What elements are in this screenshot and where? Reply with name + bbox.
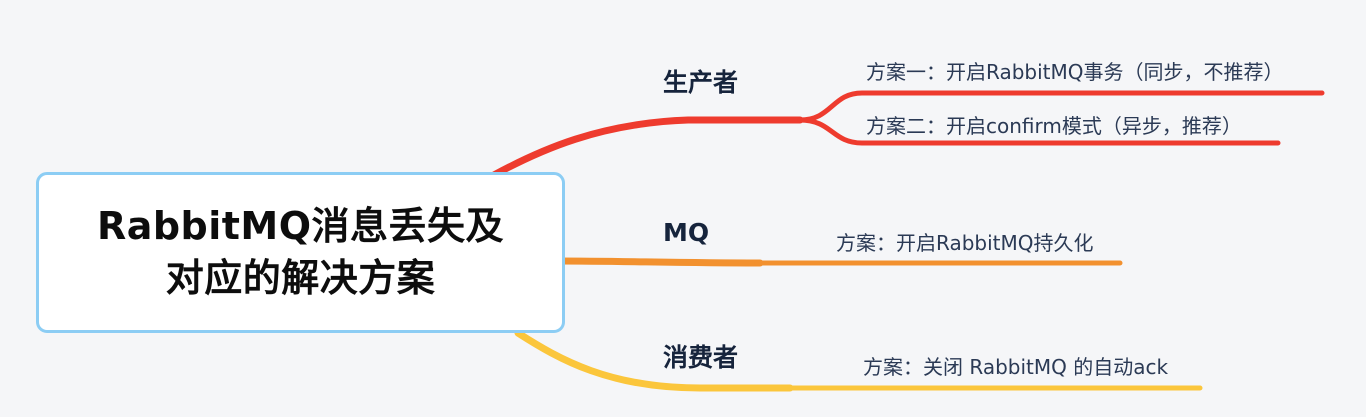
connector-mq-trunk xyxy=(554,257,764,267)
root-node-label: RabbitMQ消息丢失及 对应的解决方案 xyxy=(96,204,505,300)
branch-label-producer[interactable]: 生产者 xyxy=(663,68,739,97)
connector-consumer-trunk xyxy=(514,329,794,392)
branch-label-consumer[interactable]: 消费者 xyxy=(663,343,739,372)
leaf-label-manual-ack[interactable]: 方案：关闭 RabbitMQ 的自动ack xyxy=(863,355,1169,379)
connector-producer-trunk xyxy=(490,116,804,179)
leaf-label-confirm[interactable]: 方案二：开启confirm模式（异步，推荐） xyxy=(866,114,1242,138)
leaf-label-persistence[interactable]: 方案：开启RabbitMQ持久化 xyxy=(836,231,1094,255)
root-node[interactable]: RabbitMQ消息丢失及 对应的解决方案 xyxy=(36,172,565,333)
branch-label-mq[interactable]: MQ xyxy=(663,218,710,247)
leaf-label-transaction[interactable]: 方案一：开启RabbitMQ事务（同步，不推荐） xyxy=(866,60,1284,84)
